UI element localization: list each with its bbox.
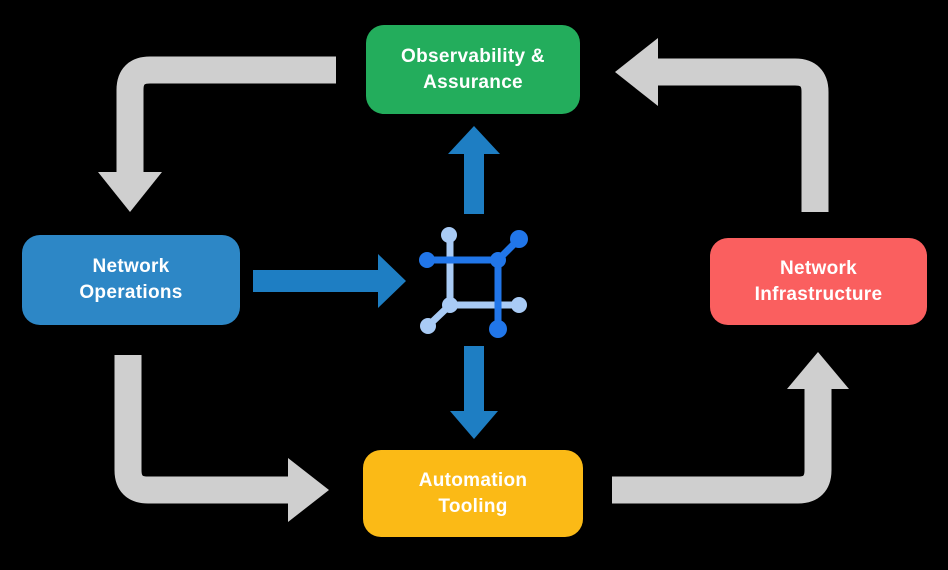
node-automation-tooling: Automation Tooling (363, 450, 583, 537)
arrow-infrastructure-to-observability (615, 38, 829, 212)
node-label-line: Tooling (438, 495, 508, 517)
arrow-operations-to-center (253, 254, 406, 308)
arrow-automation-to-infrastructure (612, 352, 849, 504)
arrow-observability-to-operations (98, 56, 336, 212)
node-label-line: Observability & (401, 45, 545, 67)
node-label-line: Infrastructure (754, 283, 883, 305)
network-mesh-icon (419, 227, 528, 338)
node-label-line: Automation (418, 469, 528, 491)
node-label-line: Operations (79, 282, 183, 303)
node-network-infrastructure: Network Infrastructure (710, 238, 927, 325)
arrow-center-to-automation (450, 346, 498, 439)
node-label-line: Network (779, 257, 858, 279)
node-network-operations: Network Operations (22, 235, 240, 325)
node-label-line: Assurance (423, 71, 523, 93)
node-observability-assurance: Observability & Assurance (366, 25, 580, 114)
arrow-operations-to-automation (114, 355, 329, 522)
node-label-line: Network (92, 256, 170, 277)
arrow-center-to-observability (448, 126, 500, 214)
